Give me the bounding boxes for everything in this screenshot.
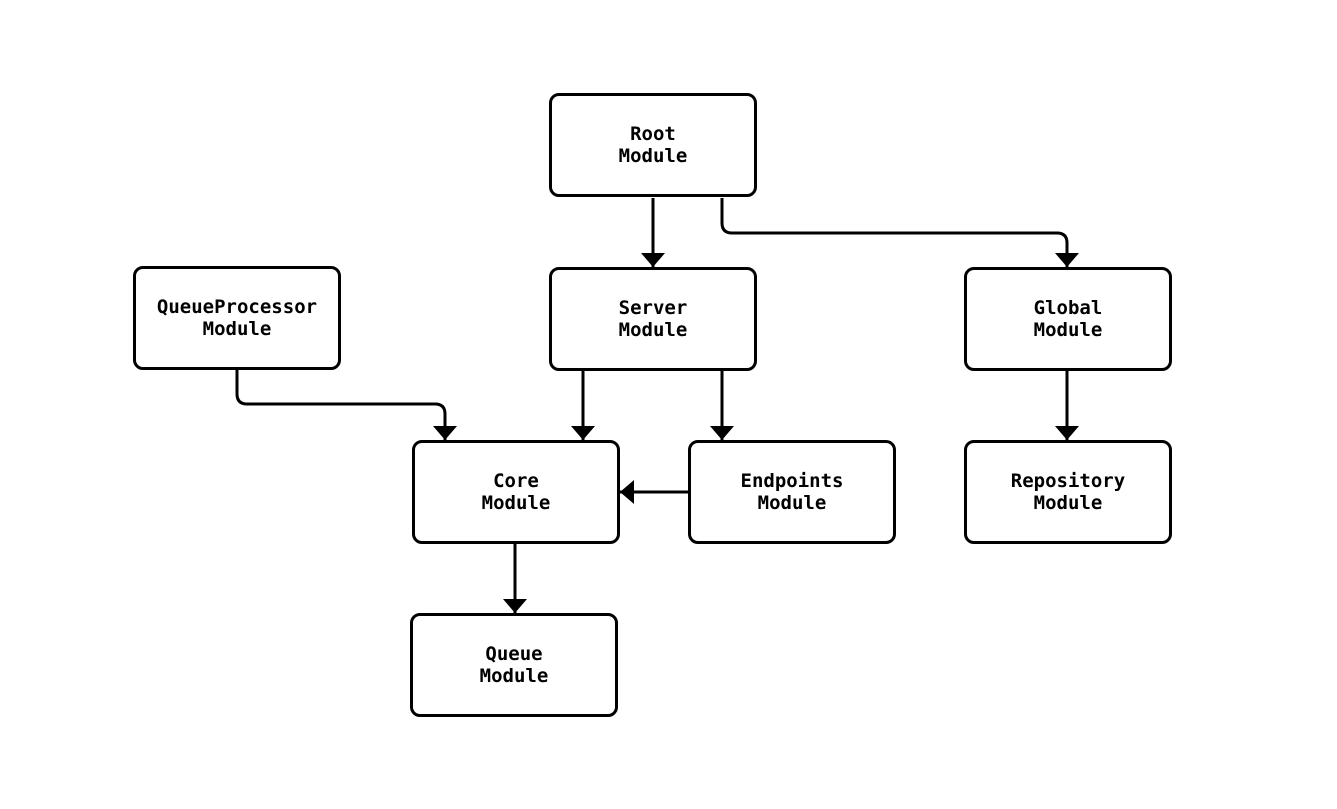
node-label-line1: Endpoints [740,470,844,492]
node-label-line2: Module [618,145,688,167]
node-root-module: Root Module [549,93,757,197]
node-queueprocessor-module: QueueProcessor Module [133,266,341,370]
node-label-line1: Queue [485,643,543,665]
node-endpoints-module: Endpoints Module [688,440,896,544]
node-server-module: Server Module [549,267,757,371]
node-label-line2: Module [481,492,551,514]
node-label-line2: Module [479,665,549,687]
node-label-line1: Core [493,470,539,492]
node-label-line2: Module [757,492,827,514]
node-label-line2: Module [1033,319,1103,341]
node-label-line1: Global [1033,297,1103,319]
node-core-module: Core Module [412,440,620,544]
node-label-line2: Module [1033,492,1103,514]
node-global-module: Global Module [964,267,1172,371]
node-repository-module: Repository Module [964,440,1172,544]
edge-queueprocessor-to-core [235,370,457,440]
node-label-line2: Module [202,318,272,340]
node-label-line1: QueueProcessor [156,296,318,318]
node-label-line1: Server [618,297,688,319]
edge-root-to-global [720,198,1079,267]
node-label-line1: Repository [1010,470,1126,492]
node-label-line1: Root [630,123,676,145]
node-label-line2: Module [618,319,688,341]
node-queue-module: Queue Module [410,613,618,717]
